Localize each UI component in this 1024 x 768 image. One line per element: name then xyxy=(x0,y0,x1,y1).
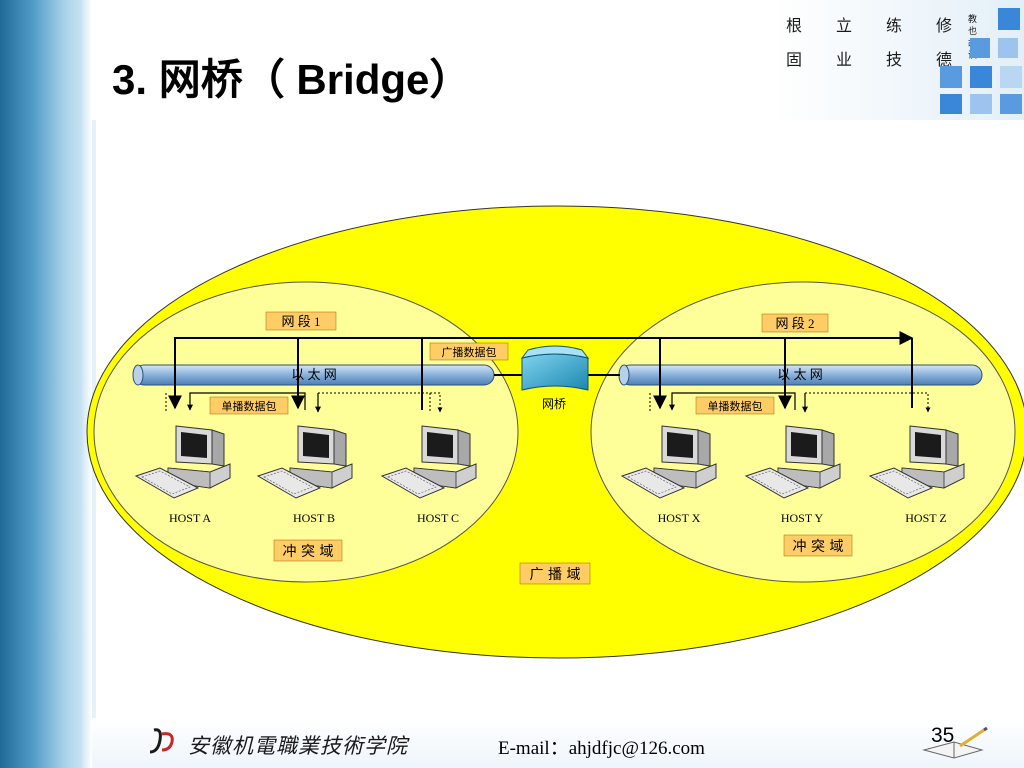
left-decor-band xyxy=(0,0,92,768)
motto-char: 修 xyxy=(936,16,953,35)
broadcast-packet-label: 广播数据包 xyxy=(429,342,509,361)
svg-text:冲 突 域: 冲 突 域 xyxy=(283,544,334,560)
svg-text:冲 突 域: 冲 突 域 xyxy=(793,539,844,555)
host-label-c: HOST C xyxy=(417,511,459,525)
title-strip xyxy=(92,0,772,120)
decor-square xyxy=(970,66,992,88)
motto-char: 立 xyxy=(836,16,853,35)
segment1-label: 网 段 1 xyxy=(265,311,337,331)
motto-small-char: 也 xyxy=(968,27,978,37)
footer-email: E-mail：ahjdfjc@126.com xyxy=(498,738,705,759)
school-motto: 根 立 练 修 固 业 技 德 教 也 故 训 xyxy=(786,8,977,72)
decor-square xyxy=(998,38,1018,58)
footer-bar xyxy=(92,718,1024,768)
svg-text:广播数据包: 广播数据包 xyxy=(442,345,497,359)
decor-square xyxy=(940,66,962,88)
decor-square xyxy=(998,8,1020,30)
book-pencil-icon xyxy=(922,726,988,759)
school-logo-icon xyxy=(149,728,174,754)
motto-char: 业 xyxy=(836,50,853,69)
bridge-label: 网桥 xyxy=(542,397,566,411)
decor-square xyxy=(940,94,962,114)
left-band-stripe xyxy=(82,0,92,768)
segment2-label: 网 段 2 xyxy=(761,313,829,333)
svg-text:广 播 域: 广 播 域 xyxy=(530,567,581,583)
motto-char: 德 xyxy=(936,50,953,69)
bridge-icon xyxy=(520,345,590,391)
ethernet-label-left: 以 太 网 xyxy=(291,367,337,382)
motto-char: 固 xyxy=(786,50,803,69)
svg-text:单播数据包: 单播数据包 xyxy=(222,399,277,413)
slide-title: 3. 网桥（ Bridge） xyxy=(112,56,472,103)
unicast-flow xyxy=(187,392,808,413)
unicast-dashed xyxy=(165,392,931,413)
page-number: 35 xyxy=(931,724,955,747)
decor-square xyxy=(1000,66,1022,88)
decor-square xyxy=(1000,94,1022,114)
host-label-x: HOST X xyxy=(658,511,701,525)
collision-domain-label-right: 冲 突 域 xyxy=(783,534,853,557)
unicast-packet-label-right: 单播数据包 xyxy=(695,396,775,415)
host-label-y: HOST Y xyxy=(781,511,824,525)
unicast-packet-label-left: 单播数据包 xyxy=(209,396,289,415)
broadcast-domain-label: 广 播 域 xyxy=(519,562,591,585)
svg-text:网 段 1: 网 段 1 xyxy=(281,314,320,329)
motto-char: 练 xyxy=(886,16,903,35)
broadcast-flow xyxy=(168,331,914,410)
host-label-b: HOST B xyxy=(293,511,335,525)
host-label-a: HOST A xyxy=(169,511,211,525)
collision-domain-label-left: 冲 突 域 xyxy=(273,539,343,562)
motto-char: 根 xyxy=(786,16,803,35)
decor-square xyxy=(970,38,990,58)
svg-text:单播数据包: 单播数据包 xyxy=(708,399,763,413)
svg-text:网 段 2: 网 段 2 xyxy=(775,316,814,331)
motto-char: 技 xyxy=(886,50,903,69)
ethernet-label-right: 以 太 网 xyxy=(777,367,823,382)
motto-small-char: 教 xyxy=(968,15,978,25)
host-label-z: HOST Z xyxy=(905,511,946,525)
decor-square xyxy=(970,94,992,114)
footer-school-name: 安徽机電職業技術学院 xyxy=(188,734,408,758)
